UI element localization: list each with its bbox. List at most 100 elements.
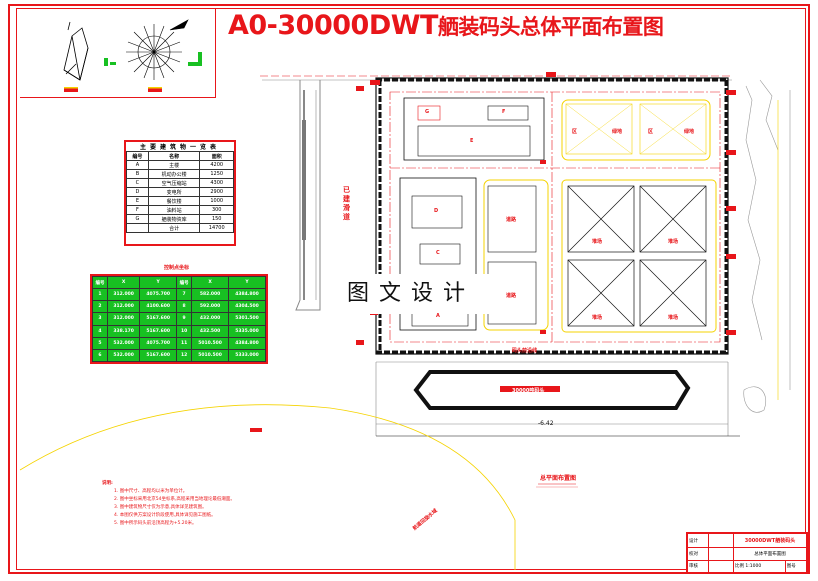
table-cell: 312.000	[106, 300, 141, 314]
coord-table-title: 控制点坐标	[164, 265, 190, 271]
table-cell: 变电所	[147, 187, 201, 197]
table-cell: 合计	[147, 223, 201, 233]
drawing-title-main: A0-30000DWT	[228, 10, 438, 41]
tb-row3-label: 审核	[687, 559, 709, 574]
note-item: 4. 本图仅供方案设计阶段使用,具体详见施工图纸。	[114, 513, 216, 518]
table-cell: 300	[199, 205, 234, 215]
table-cell: 5335.000	[228, 324, 266, 338]
label-F: F	[502, 109, 506, 115]
coord-table-header: Y	[139, 275, 178, 290]
table-cell: 4200	[199, 160, 234, 170]
drawing-title: A0-30000DWT舾装码头总体平面布置图	[228, 10, 664, 41]
table-cell: 4100.600	[139, 300, 178, 314]
table-cell: 14700	[199, 223, 234, 233]
table-cell: F	[126, 205, 149, 215]
building-table-header: 名称	[147, 151, 201, 161]
table-cell: 2	[92, 300, 108, 314]
table-cell: B	[126, 169, 149, 179]
table-cell: 5167.600	[139, 324, 178, 338]
table-cell: C	[126, 178, 149, 188]
tb-project: 30000DWT舾装码头	[733, 532, 807, 549]
table-cell: 1	[92, 288, 108, 302]
label-yard-2: 堆场	[668, 239, 679, 245]
note-item: 2. 图中坐标采用北京54坐标系,高程采用当地理论最低潮面。	[114, 497, 235, 502]
note-item: 3. 图中建筑物尺寸仅为示意,具体详见建筑图。	[114, 505, 207, 510]
tb-row2-label: 校对	[687, 547, 709, 561]
table-cell: 3	[92, 312, 108, 326]
table-cell: 5010.500	[191, 336, 230, 350]
table-cell: 5167.600	[139, 348, 178, 363]
drawing-frame-inner	[16, 8, 806, 570]
table-cell: 4	[92, 324, 108, 338]
table-cell: 12	[176, 348, 193, 363]
table-cell: 5010.500	[191, 348, 230, 363]
table-cell: 312.000	[106, 312, 141, 326]
compass-wind-rose-icon	[63, 19, 202, 92]
notes: 说明: 1. 图中尺寸、高程均以米为单位计。 2. 图中坐标采用北京54坐标系,…	[102, 480, 235, 528]
note-item: 5. 图中所示码头前沿顶高程为+5.20米。	[114, 521, 197, 526]
tb-row2-blank	[708, 547, 734, 561]
table-cell: 582.000	[191, 288, 230, 302]
label-zone-2: 区	[648, 129, 654, 135]
note-item: 1. 图中尺寸、高程均以米为单位计。	[114, 489, 188, 494]
table-cell: 餐饮楼	[147, 196, 201, 206]
table-cell: 312.000	[106, 288, 141, 302]
section-title: 总平面布置图	[540, 475, 577, 482]
tb-scale: 比例 1:1000	[733, 559, 786, 574]
building-table-header: 编号	[126, 151, 149, 161]
table-cell: 5167.600	[139, 312, 178, 326]
elevation-label: -6.42	[538, 420, 554, 427]
table-cell: 10	[176, 324, 193, 338]
table-cell: 1250	[199, 169, 234, 179]
table-cell: 4384.800	[228, 336, 266, 350]
watermark: 图文设计	[326, 274, 496, 314]
label-yard-1: 堆场	[592, 239, 603, 245]
table-cell: 机动办公楼	[147, 169, 201, 179]
label-C: C	[436, 250, 440, 256]
tb-row1-blank	[708, 532, 734, 549]
drawing-title-suffix: 舾装码头总体平面布置图	[437, 15, 664, 39]
tb-row1-label: 设计	[687, 532, 709, 549]
table-cell: 150	[199, 214, 234, 224]
table-cell: E	[126, 196, 149, 206]
drawing-frame-outer	[8, 4, 810, 574]
table-cell: 592.000	[191, 300, 230, 314]
table-cell	[126, 223, 149, 233]
tb-drawing: 总体平面布置图	[733, 547, 807, 561]
table-cell: 532.000	[106, 336, 141, 350]
table-cell: 8	[176, 300, 193, 314]
building-table-title: 主要建筑物一览表	[139, 144, 220, 151]
table-cell: 4075.700	[139, 336, 178, 350]
table-cell: 舾装物资库	[147, 214, 201, 224]
table-cell: 5301.500	[228, 312, 266, 326]
existing-slipway-label: 已建滑道	[343, 186, 350, 221]
label-zone-1: 区	[572, 129, 578, 135]
table-cell: 油料站	[147, 205, 201, 215]
building-table-header: 面积	[199, 151, 234, 161]
label-yard-3: 堆场	[592, 315, 603, 321]
table-cell: 6	[92, 348, 108, 363]
label-road-1: 道路	[506, 217, 517, 223]
table-cell: A	[126, 160, 149, 170]
table-cell: 532.000	[106, 348, 141, 363]
dock-line-label: 码头前沿线	[512, 348, 538, 354]
label-D: D	[434, 208, 439, 214]
wharf-label: 30000吨码头	[512, 388, 545, 394]
coord-table-header: Y	[228, 275, 266, 290]
